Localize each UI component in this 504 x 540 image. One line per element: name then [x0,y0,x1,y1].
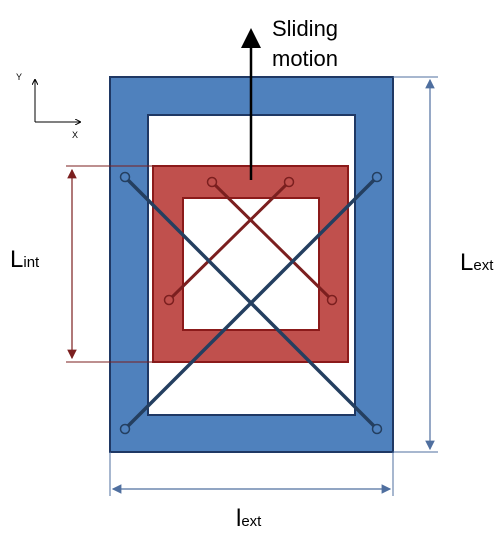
outer-length-dimension: Lext [393,76,494,453]
inner-pivot [283,176,295,188]
outer-rods [119,171,383,435]
inner-frame [152,165,349,363]
outer-width-dimension: lext [109,452,394,532]
inner-pivot [163,294,175,306]
inner-length-dimension: Lint [10,165,155,363]
inner-pivot [326,294,338,306]
sliding-motion-label-line2: motion [272,46,338,71]
outer-rod-2 [123,175,379,431]
outer-pivot [119,423,131,435]
outer-pivot [119,171,131,183]
inner-rods [163,176,338,306]
outer-pivot [371,423,383,435]
inner-rod-1 [210,180,334,302]
outer-length-label: Lext [460,249,494,276]
x-axis-label: X [72,130,78,140]
inner-rod-2 [167,180,291,302]
sliding-motion-label-line1: Sliding [272,16,338,41]
y-axis-label: Y [16,72,22,82]
axes-indicator: Y X [16,72,80,140]
inner-length-label: Lint [10,246,40,273]
outer-width-label: lext [236,505,262,532]
inner-pivot [206,176,218,188]
outer-pivot [371,171,383,183]
